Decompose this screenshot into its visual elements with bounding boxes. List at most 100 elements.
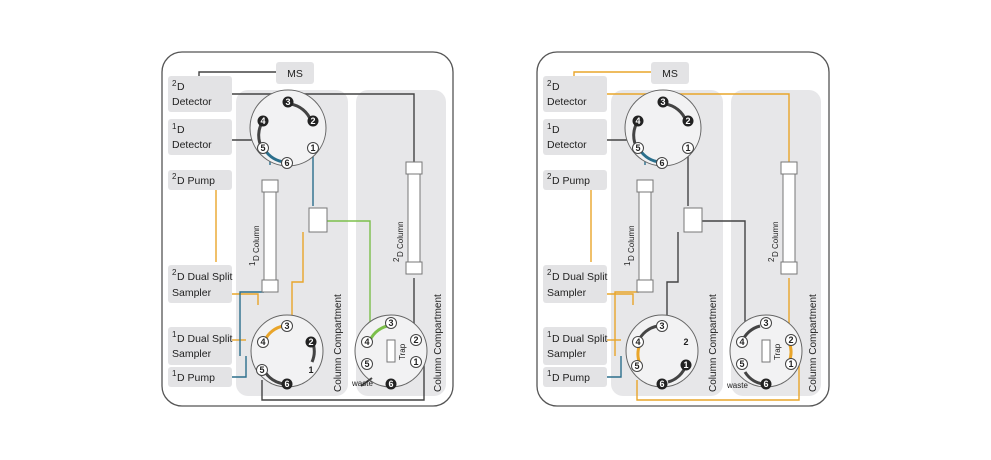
trap-label: Trap — [398, 343, 407, 360]
d2-pump-label: D Pump — [177, 175, 215, 187]
d2-column — [405, 161, 423, 275]
d1-sampler-sup: 1 — [172, 330, 177, 339]
valve-mid-port-3: 3 — [659, 321, 664, 331]
ms-label: MS — [287, 68, 303, 80]
d2-detector-box — [168, 76, 232, 112]
d2-pump-box — [168, 170, 232, 190]
d2-pump-sup: 2 — [547, 172, 552, 181]
d1-column — [636, 179, 654, 293]
module-column-compartment-1 — [236, 90, 348, 396]
d2-sampler-box — [168, 265, 232, 303]
panel-left — [161, 51, 454, 407]
valve-top-port-4: 4 — [635, 116, 640, 126]
tee-connector — [308, 207, 328, 233]
d1-pump-line — [607, 356, 622, 378]
ms-line — [573, 71, 651, 76]
d2-detector-box — [543, 76, 607, 112]
d2-sampler-line1: D Dual Split — [177, 271, 233, 283]
valve-top-port-2: 2 — [310, 116, 315, 126]
d1-sampler-box — [543, 327, 607, 365]
valve-top-port-3: 3 — [285, 97, 290, 107]
d1-detector-sup: 1 — [172, 122, 177, 131]
d1-detector-sup: 1 — [547, 122, 552, 131]
ms-line — [198, 71, 276, 76]
d2-pump-sup: 2 — [172, 172, 177, 181]
d1-column-label: D Column — [627, 225, 636, 261]
valve-trap-port-4: 4 — [739, 337, 744, 347]
d1-detector-line2: Detector — [547, 139, 587, 151]
tee-to-valve-orange — [291, 232, 304, 323]
panel-right — [536, 51, 830, 407]
valve-trap-port-5: 5 — [364, 359, 369, 369]
valve-mid-port-6: 6 — [284, 379, 289, 389]
d1-pump-sup: 1 — [172, 369, 177, 378]
compartment-a-label: Column Compartment — [708, 294, 719, 392]
valve-mid-port-6: 6 — [659, 379, 664, 389]
waste-label: waste — [351, 379, 373, 388]
module-column-compartment-1 — [611, 90, 723, 396]
valve-top-port-1: 1 — [310, 143, 315, 153]
valve-trap-port-4: 4 — [364, 337, 369, 347]
d1-column-in-line — [614, 291, 639, 356]
d2-sampler-line2: Sampler — [172, 287, 212, 299]
valve-trap-port-2: 2 — [413, 335, 418, 345]
valve-trap-port-6: 6 — [763, 379, 768, 389]
d2-pump-box — [543, 170, 607, 190]
valve-top-port-5: 5 — [260, 143, 265, 153]
d1-detector-box — [168, 119, 232, 155]
valve-mid-port-4: 4 — [260, 337, 265, 347]
valve-mid-port-2: 2 — [683, 337, 688, 347]
d1-sampler-sup: 1 — [547, 330, 552, 339]
d2-column-sup: 2 — [392, 257, 401, 262]
tee-to-valve-dark — [666, 232, 679, 323]
valve-top-port-6: 6 — [659, 158, 664, 168]
trap-cartridge — [761, 339, 771, 363]
d2-detector-line2: Detector — [547, 96, 587, 108]
valve-mid-port-1: 1 — [683, 360, 688, 370]
d2-sampler-box — [543, 265, 607, 303]
d1-pump-label: D Pump — [552, 372, 590, 384]
valve-top-port-6: 6 — [284, 158, 289, 168]
d2-pump-label: D Pump — [552, 175, 590, 187]
d2-sampler-sup: 2 — [547, 268, 552, 277]
d1-pump-sup: 1 — [547, 369, 552, 378]
d1-pump-label: D Pump — [177, 372, 215, 384]
d2-column-label: D Column — [396, 221, 405, 257]
d2-column — [780, 161, 798, 275]
ms-box — [276, 62, 314, 84]
d2-detector-sup: 2 — [172, 79, 177, 88]
valve-mid-port-5: 5 — [634, 361, 639, 371]
valve-trap-port-1: 1 — [413, 357, 418, 367]
d1-pump-line — [232, 356, 247, 378]
valve-top-port-5: 5 — [635, 143, 640, 153]
valve-top-port-3: 3 — [660, 97, 665, 107]
d1-sampler-line1: D Dual Split — [177, 333, 233, 345]
d1-column — [261, 179, 279, 293]
trap-label: Trap — [773, 343, 782, 360]
compartment-a-label: Column Compartment — [333, 294, 344, 392]
d2-column-label: D Column — [771, 221, 780, 257]
panel-left-text: MS 2 D Detector 1 D Detector 2 D Pump 2 … — [172, 68, 444, 392]
valve-mid-port-1: 1 — [308, 365, 313, 375]
valve-trap-port-6: 6 — [388, 379, 393, 389]
d1-detector-line2: Detector — [172, 139, 212, 151]
valve-mid-port-4: 4 — [635, 337, 640, 347]
d2-sampler-sup: 2 — [172, 268, 177, 277]
d1-detector-line1: D — [177, 124, 185, 136]
panel-right-text: MS 2 D Detector 1 D Detector 2 D Pump 2 … — [547, 68, 819, 392]
waste-label: waste — [726, 381, 748, 390]
d2-sampler-line1: D Dual Split — [552, 271, 608, 283]
d1-detector-line1: D — [552, 124, 560, 136]
d1-sampler-line2: Sampler — [547, 348, 587, 360]
valve-top-port-1: 1 — [685, 143, 690, 153]
valve-mid-port-5: 5 — [259, 365, 264, 375]
compartment-b-label: Column Compartment — [433, 294, 444, 392]
tee-connector — [683, 207, 703, 233]
bottom-connector — [261, 360, 425, 401]
valve-trap-port-2: 2 — [788, 335, 793, 345]
tee-to-trap-green — [327, 220, 371, 323]
ms-label: MS — [662, 68, 678, 80]
d1-pump-box — [168, 367, 232, 387]
valve-mid-port-2: 2 — [308, 337, 313, 347]
